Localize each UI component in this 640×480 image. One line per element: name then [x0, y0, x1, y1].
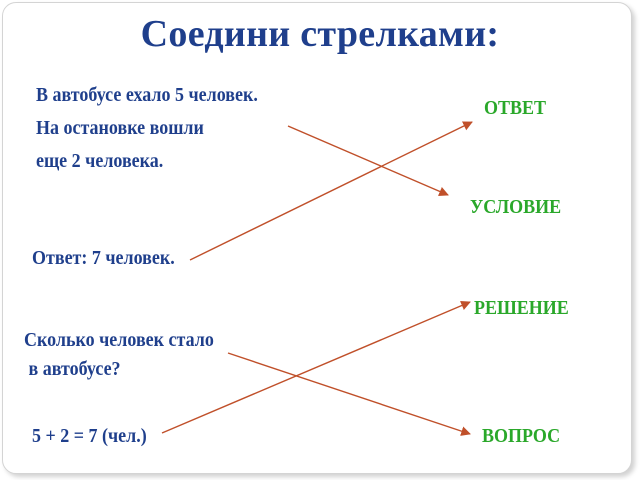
label-answer: ОТВЕТ	[484, 97, 547, 119]
question-line-1: Сколько человек стало	[24, 329, 214, 351]
slide-frame	[2, 2, 632, 474]
solution-text: 5 + 2 = 7 (чел.)	[32, 425, 147, 447]
problem-line-3: еще 2 человека.	[36, 150, 164, 172]
answer-text: Ответ: 7 человек.	[32, 247, 175, 269]
question-line-2: в автобусе?	[24, 358, 121, 380]
label-question: ВОПРОС	[482, 425, 561, 447]
label-solution: РЕШЕНИЕ	[474, 297, 569, 319]
problem-line-1: В автобусе ехало 5 человек.	[36, 84, 258, 106]
problem-line-2: На остановке вошли	[36, 117, 204, 139]
slide-title: Соедини стрелками:	[140, 13, 500, 55]
label-condition: УСЛОВИЕ	[470, 196, 562, 218]
